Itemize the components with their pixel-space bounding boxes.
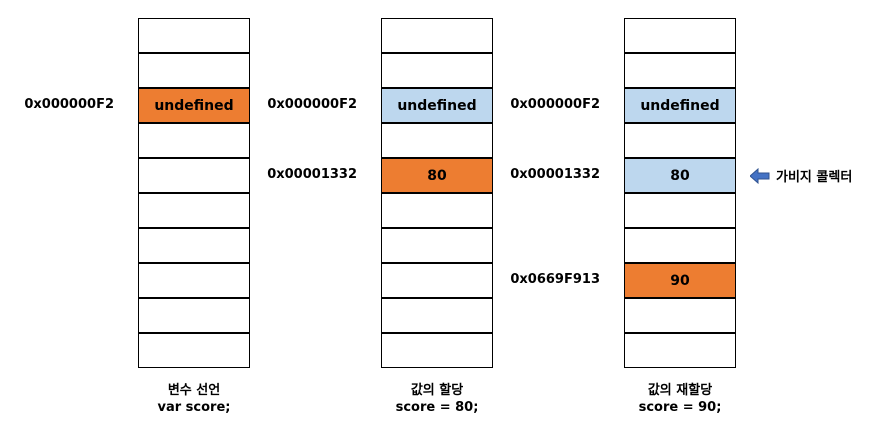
garbage-collector-label: 가비지 콜렉터 — [776, 170, 853, 185]
memory-cell — [624, 333, 736, 368]
memory-cell — [138, 18, 250, 53]
step-caption: 변수 선언 var score; — [114, 382, 274, 416]
step-caption: 값의 재할당 score = 90; — [600, 382, 760, 416]
step-title: 값의 할당 — [410, 383, 464, 398]
memory-cell — [624, 298, 736, 333]
step-title: 변수 선언 — [167, 383, 221, 398]
memory-cell — [381, 263, 493, 298]
step-title: 값의 재할당 — [647, 383, 713, 398]
memory-cell — [624, 53, 736, 88]
memory-cell — [624, 228, 736, 263]
memory-cell: undefined — [381, 88, 493, 123]
memory-cell — [624, 123, 736, 158]
memory-cell — [624, 18, 736, 53]
step-code: var score; — [157, 400, 231, 415]
memory-cell — [138, 53, 250, 88]
memory-cell — [381, 193, 493, 228]
memory-cell: undefined — [138, 88, 250, 123]
memory-address-label: 0x000000F2 — [24, 97, 114, 112]
memory-cell — [624, 193, 736, 228]
memory-address-label: 0x000000F2 — [510, 97, 600, 112]
memory-cell — [138, 298, 250, 333]
memory-cell: 90 — [624, 263, 736, 298]
memory-address-label: 0x00001332 — [510, 167, 600, 182]
memory-cell — [381, 123, 493, 158]
step-code: score = 80; — [395, 400, 479, 415]
memory-cell — [138, 263, 250, 298]
memory-cell — [138, 123, 250, 158]
memory-cell — [381, 333, 493, 368]
memory-cell — [381, 298, 493, 333]
memory-cell: undefined — [624, 88, 736, 123]
memory-cell — [381, 228, 493, 263]
step-caption: 값의 할당 score = 80; — [357, 382, 517, 416]
memory-cell — [381, 53, 493, 88]
memory-cell — [138, 333, 250, 368]
step-code: score = 90; — [638, 400, 722, 415]
memory-cell — [381, 18, 493, 53]
memory-cell: 80 — [381, 158, 493, 193]
memory-cell — [138, 228, 250, 263]
memory-address-label: 0x0669F913 — [510, 272, 600, 287]
memory-cell — [138, 158, 250, 193]
memory-cell — [138, 193, 250, 228]
garbage-collector-callout: 가비지 콜렉터 — [750, 166, 852, 185]
arrow-left-icon — [750, 167, 770, 184]
memory-address-label: 0x000000F2 — [267, 97, 357, 112]
memory-address-label: 0x00001332 — [267, 167, 357, 182]
memory-cell: 80 — [624, 158, 736, 193]
